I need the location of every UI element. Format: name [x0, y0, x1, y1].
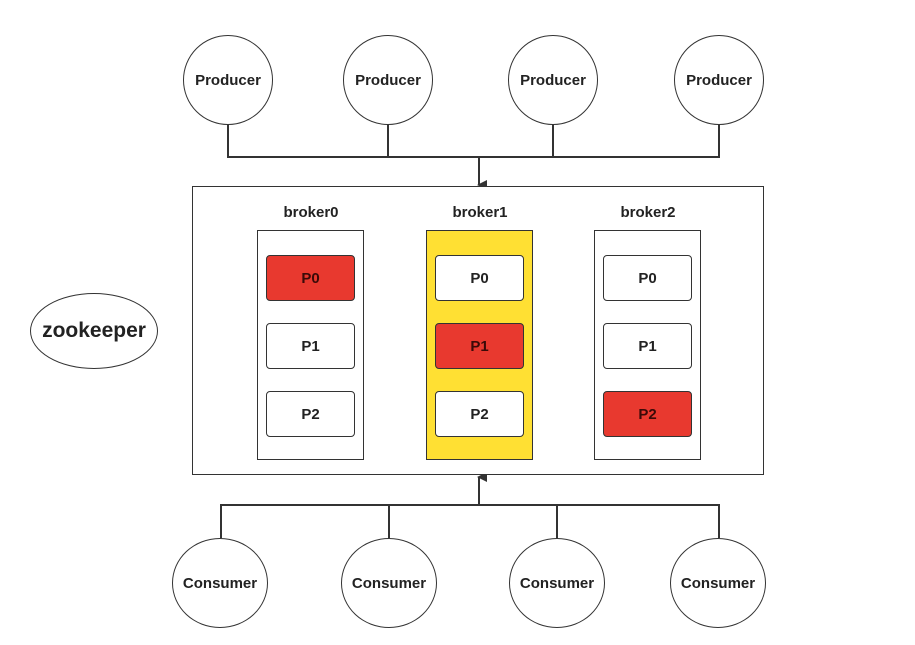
zookeeper-label: zookeeper: [42, 319, 146, 342]
partition-replica: P1: [603, 323, 692, 369]
producer-label: Producer: [520, 71, 586, 89]
broker-label: broker0: [283, 204, 339, 221]
consumer-node: Consumer: [670, 538, 766, 628]
broker-box-highlighted: P0 P1 P2: [426, 230, 533, 460]
producer-node: Producer: [183, 35, 273, 125]
partition-replica: P0: [603, 255, 692, 301]
partition-leader: P0: [266, 255, 355, 301]
producer-label: Producer: [686, 71, 752, 89]
partition-replica: P0: [435, 255, 524, 301]
consumer-node: Consumer: [341, 538, 437, 628]
broker-label: broker1: [452, 204, 508, 221]
consumer-label: Consumer: [680, 574, 756, 592]
producer-label: Producer: [355, 71, 421, 89]
partition-replica: P2: [266, 391, 355, 437]
producer-node: Producer: [674, 35, 764, 125]
zookeeper-node: zookeeper: [30, 293, 158, 369]
broker-box: P0 P1 P2: [257, 230, 364, 460]
consumer-label: Consumer: [351, 574, 427, 592]
broker-label: broker2: [620, 204, 676, 221]
producer-node: Producer: [508, 35, 598, 125]
broker-box: P0 P1 P2: [594, 230, 701, 460]
consumer-node: Consumer: [509, 538, 605, 628]
partition-leader: P2: [603, 391, 692, 437]
partition-replica: P1: [266, 323, 355, 369]
partition-leader: P1: [435, 323, 524, 369]
consumer-label: Consumer: [182, 574, 258, 592]
producer-node: Producer: [343, 35, 433, 125]
consumer-node: Consumer: [172, 538, 268, 628]
producer-label: Producer: [195, 71, 261, 89]
consumer-label: Consumer: [519, 574, 595, 592]
partition-replica: P2: [435, 391, 524, 437]
